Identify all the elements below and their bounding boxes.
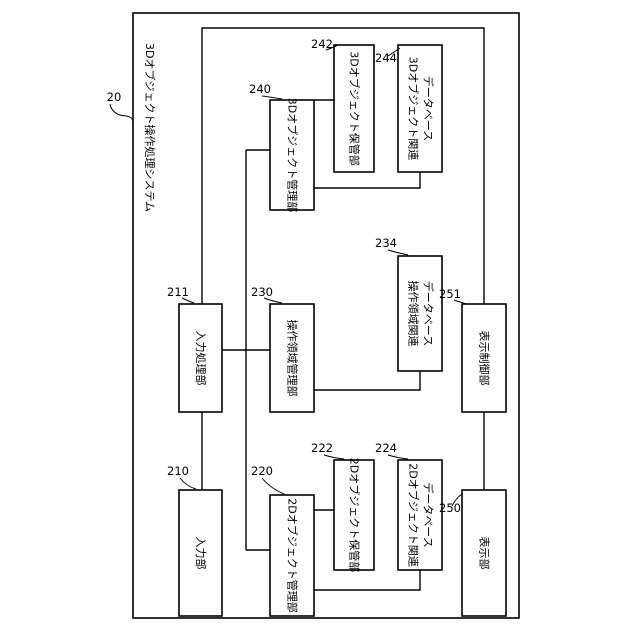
obj2d-manager-label: 2Dオブジェクト管理部 — [286, 498, 300, 612]
area-db-line2: データベース — [422, 281, 436, 346]
area-db-line1: 操作領域関連 — [407, 281, 421, 347]
input-processor-label: 入力処理部 — [194, 331, 208, 386]
obj3d-manager-ref: 240 — [249, 82, 271, 96]
display-controller-label: 表示制御部 — [478, 331, 492, 386]
area-db-block: 操作領域関連 データベース 234 — [375, 236, 442, 371]
area-manager-ref: 230 — [251, 285, 273, 299]
obj2d-manager-ref: 220 — [251, 464, 273, 478]
obj2d-storage-block: 2Dオブジェクト保管部 222 — [311, 441, 374, 572]
obj2d-manager-block: 2Dオブジェクト管理部 220 — [251, 464, 314, 616]
obj3d-db-block: 3Dオブジェクト関連 データベース 244 — [375, 45, 442, 172]
input-unit-ref: 210 — [167, 464, 189, 478]
input-unit-block: 入力部 210 — [167, 464, 222, 616]
obj3d-db-ref: 244 — [375, 51, 397, 65]
system-ref: 20 — [107, 90, 122, 104]
obj3d-db-line2: データベース — [422, 76, 436, 141]
obj2d-storage-ref: 222 — [311, 441, 333, 455]
display-unit-label: 表示部 — [478, 537, 492, 570]
obj2d-db-block: 2Dオブジェクト関連 データベース 224 — [375, 441, 442, 570]
input-processor-ref: 211 — [167, 285, 189, 299]
obj2d-db-line1: 2Dオブジェクト関連 — [407, 463, 421, 566]
obj3d-storage-label: 3Dオブジェクト保管部 — [348, 51, 362, 165]
area-manager-label: 操作領域管理部 — [286, 320, 300, 397]
obj2d-db-line2: データベース — [422, 482, 436, 547]
display-unit-ref: 250 — [439, 501, 461, 515]
display-unit-block: 表示部 250 — [439, 490, 506, 616]
obj3d-manager-label: 3Dオブジェクト管理部 — [286, 98, 300, 212]
input-processor-block: 入力処理部 211 — [167, 285, 222, 412]
area-manager-block: 操作領域管理部 230 — [251, 285, 314, 412]
display-controller-block: 表示制御部 251 — [439, 287, 506, 412]
obj3d-storage-block: 3Dオブジェクト保管部 242 — [311, 37, 374, 172]
area-db-ref: 234 — [375, 236, 397, 250]
obj3d-manager-block: 3Dオブジェクト管理部 240 — [249, 82, 314, 212]
input-unit-label: 入力部 — [194, 537, 208, 570]
system-label: 3Dオブジェクト操作処理システム — [143, 43, 157, 212]
system-ref-leader — [110, 104, 133, 124]
obj2d-db-ref: 224 — [375, 441, 397, 455]
obj2d-storage-label: 2Dオブジェクト保管部 — [348, 458, 362, 572]
display-controller-ref: 251 — [439, 287, 461, 301]
obj3d-db-line1: 3Dオブジェクト関連 — [407, 57, 421, 160]
